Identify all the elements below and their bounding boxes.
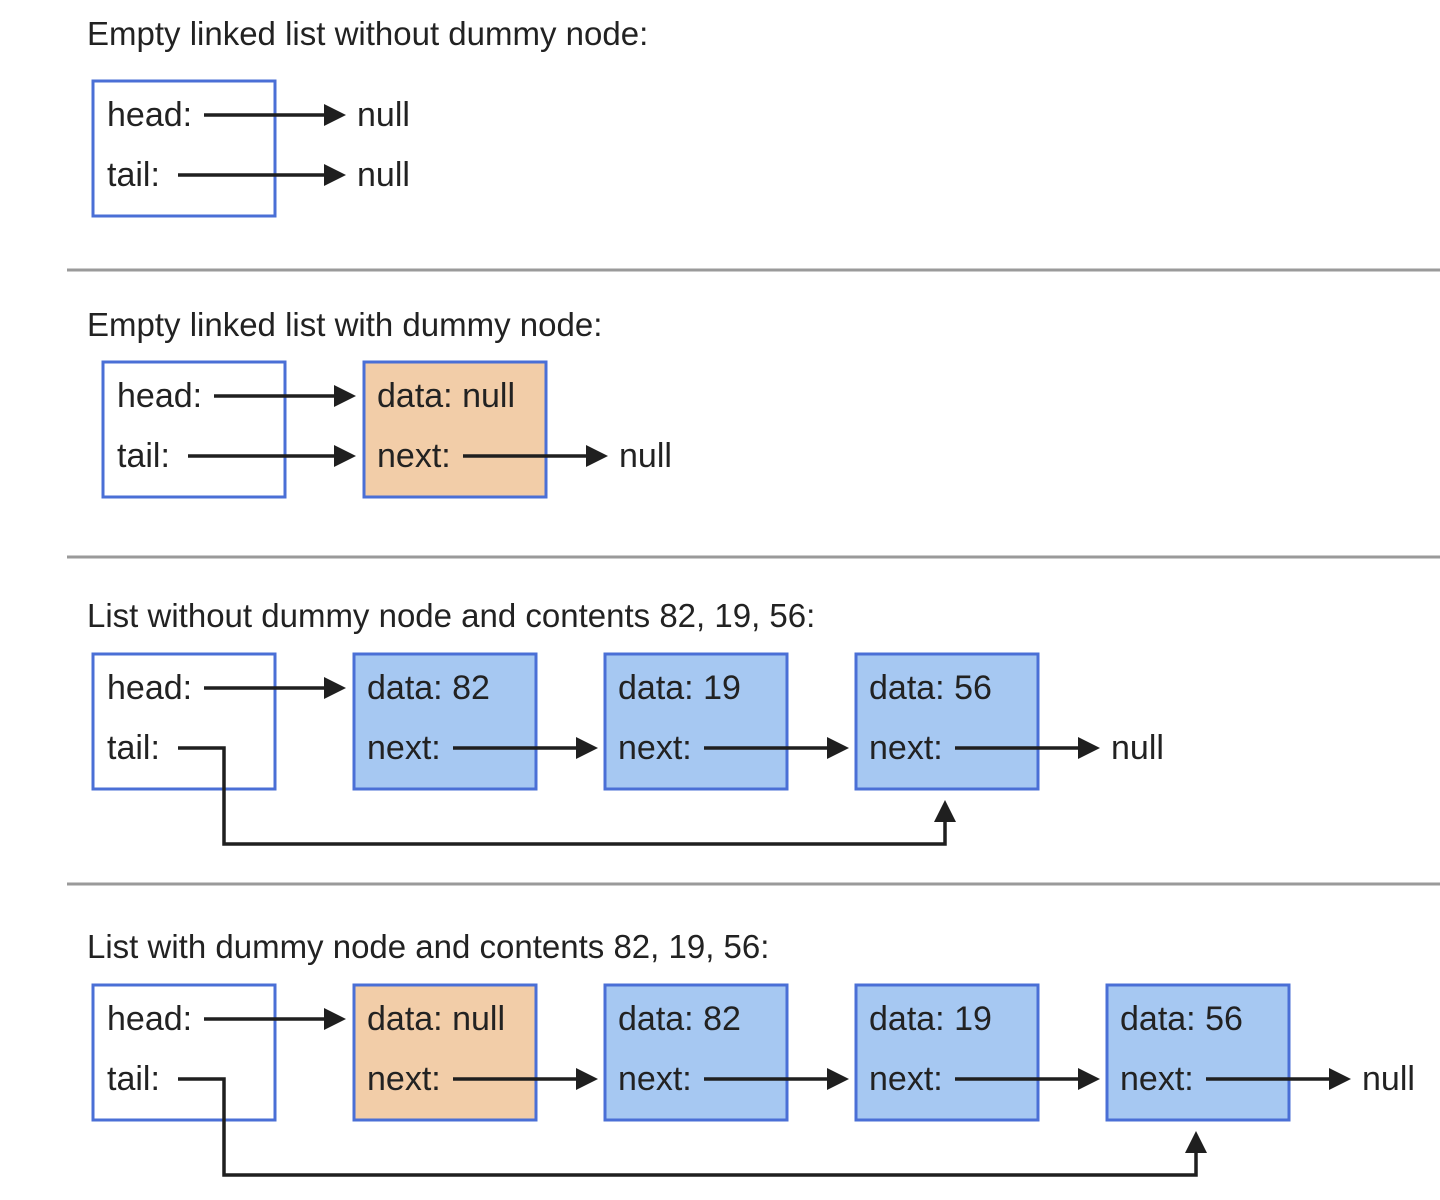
node-next-label: next:	[367, 1060, 441, 1098]
node-next-label: next:	[367, 729, 441, 767]
head-label: head:	[117, 377, 202, 415]
node-data-label: data: 19	[618, 669, 741, 707]
dummy-node-box	[352, 983, 538, 1122]
list-object-box	[91, 652, 277, 791]
node: data: 56 next:	[854, 652, 1040, 791]
node-box	[1105, 983, 1291, 1122]
next-pointer-arrow	[704, 1068, 849, 1090]
arrow-head-icon	[827, 1068, 849, 1090]
section-contents-with-dummy: List with dummy node and contents 82, 19…	[87, 928, 1415, 1177]
tail-label: tail:	[107, 1060, 160, 1098]
arrow-head-icon	[324, 164, 346, 186]
tail-label: tail:	[117, 437, 170, 475]
null-label: null	[357, 156, 410, 194]
node: data: 82 next:	[352, 652, 538, 791]
arrow-head-icon	[934, 800, 956, 822]
arrow-head-icon	[1185, 1131, 1207, 1153]
section-empty-with-dummy: Empty linked list with dummy node: head:…	[87, 306, 672, 499]
arrow-head-icon	[827, 737, 849, 759]
tail-label: tail:	[107, 156, 160, 194]
next-pointer-arrow	[704, 737, 849, 759]
arrow-head-icon	[1329, 1068, 1351, 1090]
arrow-head-icon	[324, 104, 346, 126]
list-object: head: tail:	[91, 652, 277, 791]
list-object-box	[101, 360, 287, 499]
arrow-head-icon	[324, 1008, 346, 1030]
section-caption: Empty linked list with dummy node:	[87, 306, 602, 343]
tail-pointer-arrow	[178, 1077, 1207, 1177]
head-pointer-arrow	[204, 677, 346, 699]
section-caption: List without dummy node and contents 82,…	[87, 597, 815, 634]
head-pointer-arrow	[204, 104, 346, 126]
section-caption: Empty linked list without dummy node:	[87, 15, 648, 52]
arrow-head-icon	[324, 677, 346, 699]
next-pointer-arrow	[1206, 1068, 1351, 1090]
tail-label: tail:	[107, 729, 160, 767]
node-data-label: data: 19	[869, 1000, 992, 1038]
arrow-head-icon	[1078, 737, 1100, 759]
node-box	[603, 983, 789, 1122]
node-box	[854, 652, 1040, 791]
node-data-label: data: 82	[618, 1000, 741, 1038]
head-pointer-arrow	[214, 385, 356, 407]
node-data-label: data: 82	[367, 669, 490, 707]
next-pointer-arrow	[453, 1068, 598, 1090]
dummy-node: data: null next:	[352, 983, 538, 1122]
next-pointer-arrow	[453, 737, 598, 759]
arrow-head-icon	[334, 385, 356, 407]
head-label: head:	[107, 1000, 192, 1038]
node-data-label: data: 56	[869, 669, 992, 707]
tail-pointer-arrow	[188, 445, 356, 467]
arrow-head-icon	[576, 737, 598, 759]
node-next-label: next:	[869, 1060, 943, 1098]
null-label: null	[1362, 1060, 1415, 1098]
node-box	[352, 652, 538, 791]
list-object: head: tail:	[91, 983, 277, 1122]
node: data: 19 next:	[854, 983, 1040, 1122]
node-next-label: next:	[1120, 1060, 1194, 1098]
node-data-label: data: 56	[1120, 1000, 1243, 1038]
node: data: 19 next:	[603, 652, 789, 791]
arrow-head-icon	[334, 445, 356, 467]
node-data-label: data: null	[367, 1000, 505, 1038]
arrow-head-icon	[1078, 1068, 1100, 1090]
node: data: 82 next:	[603, 983, 789, 1122]
list-object-box	[91, 983, 277, 1122]
head-pointer-arrow	[204, 1008, 346, 1030]
node: data: 56 next:	[1105, 983, 1291, 1122]
head-label: head:	[107, 669, 192, 707]
next-pointer-arrow	[463, 445, 608, 467]
section-caption: List with dummy node and contents 82, 19…	[87, 928, 769, 965]
node-next-label: next:	[618, 729, 692, 767]
node-box	[603, 652, 789, 791]
arrow-head-icon	[586, 445, 608, 467]
next-pointer-arrow	[955, 1068, 1100, 1090]
section-contents-no-dummy: List without dummy node and contents 82,…	[87, 597, 1164, 846]
list-object-box	[91, 79, 277, 218]
head-label: head:	[107, 96, 192, 134]
node-next-label: next:	[618, 1060, 692, 1098]
null-label: null	[1111, 729, 1164, 767]
node-data-label: data: null	[377, 377, 515, 415]
tail-pointer-arrow	[178, 164, 346, 186]
node-next-label: next:	[377, 437, 451, 475]
dummy-node-box	[362, 360, 548, 499]
tail-pointer-arrow	[178, 746, 956, 846]
arrow-head-icon	[576, 1068, 598, 1090]
list-object: head: tail:	[91, 79, 277, 218]
list-object: head: tail:	[101, 360, 287, 499]
node-box	[854, 983, 1040, 1122]
null-label: null	[357, 96, 410, 134]
next-pointer-arrow	[955, 737, 1100, 759]
section-empty-no-dummy: Empty linked list without dummy node: he…	[87, 15, 648, 218]
null-label: null	[619, 437, 672, 475]
dummy-node: data: null next:	[362, 360, 548, 499]
node-next-label: next:	[869, 729, 943, 767]
